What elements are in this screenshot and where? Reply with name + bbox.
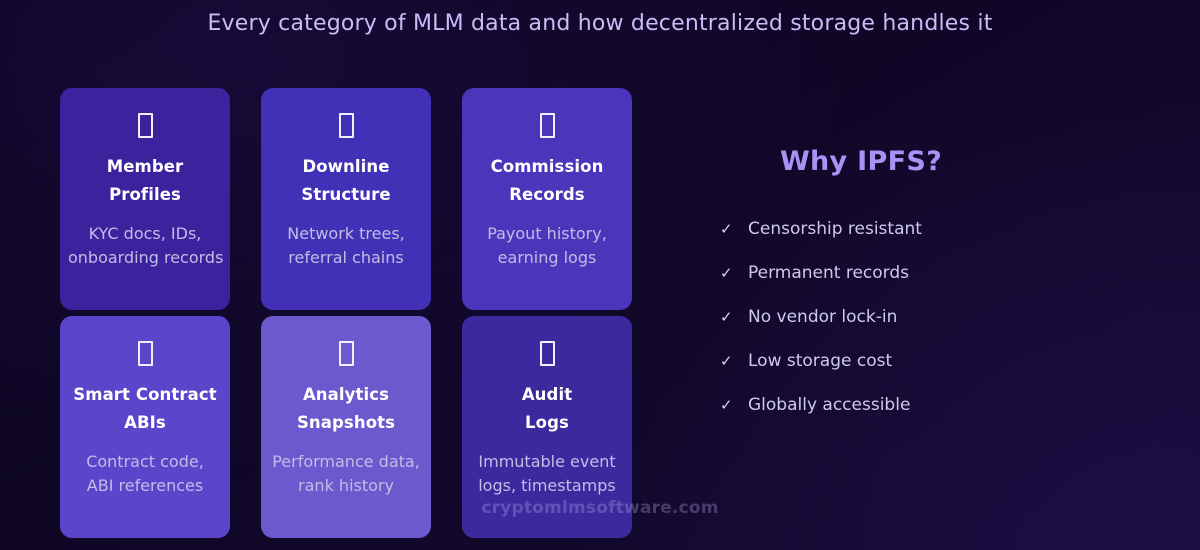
card-title-line1: Commission bbox=[490, 157, 604, 176]
check-icon: ✓ bbox=[720, 352, 733, 370]
card-title-line1: Smart Contract bbox=[73, 385, 217, 404]
card-title-line1: Downline bbox=[302, 157, 390, 176]
card-description: Network trees, referral chains bbox=[269, 222, 423, 270]
card-title-line2: ABIs bbox=[124, 413, 166, 432]
card-member-profiles[interactable]: Member Profiles KYC docs, IDs, onboardin… bbox=[60, 88, 230, 310]
missing-glyph-box-icon bbox=[269, 110, 423, 144]
card-description: Contract code, ABI references bbox=[68, 450, 222, 498]
card-desc-line2: earning logs bbox=[497, 248, 597, 267]
benefit-label: Globally accessible bbox=[748, 395, 911, 415]
card-description: Immutable event logs, timestamps bbox=[470, 450, 624, 498]
card-desc-line2: referral chains bbox=[288, 248, 404, 267]
card-title-line2: Logs bbox=[525, 413, 569, 432]
check-icon: ✓ bbox=[720, 308, 733, 326]
card-title-line2: Snapshots bbox=[296, 413, 396, 432]
missing-glyph-box-icon bbox=[470, 110, 624, 144]
card-smart-contract-abis[interactable]: Smart Contract ABIs Contract code, ABI r… bbox=[60, 316, 230, 538]
benefit-label: Low storage cost bbox=[748, 351, 893, 371]
card-description: KYC docs, IDs, onboarding records bbox=[68, 222, 224, 270]
why-ipfs-heading: Why IPFS? bbox=[779, 146, 943, 177]
card-audit-logs[interactable]: Audit Logs Immutable event logs, timesta… bbox=[462, 316, 632, 538]
benefit-item-permanent-records: ✓ Permanent records bbox=[720, 251, 1155, 295]
missing-glyph-box-icon bbox=[68, 338, 222, 372]
card-desc-line2: ABI references bbox=[86, 476, 204, 495]
card-title: Downline Structure bbox=[269, 153, 423, 209]
check-icon: ✓ bbox=[720, 396, 733, 414]
missing-glyph-box-icon bbox=[269, 338, 423, 372]
card-title-line1: Analytics bbox=[302, 385, 390, 404]
card-desc-line2: logs, timestamps bbox=[478, 476, 616, 495]
benefit-label: Censorship resistant bbox=[748, 219, 922, 239]
card-desc-line1: Payout history, bbox=[487, 224, 607, 243]
card-desc-line1: KYC docs, IDs, bbox=[88, 224, 202, 243]
benefit-item-low-storage-cost: ✓ Low storage cost bbox=[720, 339, 1155, 383]
card-desc-line1: Performance data, bbox=[272, 452, 420, 471]
card-title: Audit Logs bbox=[470, 381, 624, 437]
card-title-line2: Records bbox=[509, 185, 585, 204]
card-desc-line1: Network trees, bbox=[287, 224, 405, 243]
card-commission-records[interactable]: Commission Records Payout history, earni… bbox=[462, 88, 632, 310]
why-ipfs-panel: Why IPFS? ✓ Censorship resistant ✓ Perma… bbox=[655, 88, 1155, 427]
card-description: Payout history, earning logs bbox=[470, 222, 624, 270]
page-title: Every category of MLM data and how decen… bbox=[207, 11, 993, 36]
benefit-item-globally-accessible: ✓ Globally accessible bbox=[720, 383, 1155, 427]
card-title: Commission Records bbox=[470, 153, 624, 209]
data-category-grid: Member Profiles KYC docs, IDs, onboardin… bbox=[60, 88, 632, 538]
card-title: Member Profiles bbox=[68, 153, 222, 209]
check-icon: ✓ bbox=[720, 220, 733, 238]
card-description: Performance data, rank history bbox=[269, 450, 423, 498]
benefit-label: Permanent records bbox=[748, 263, 910, 283]
card-title-line2: Structure bbox=[301, 185, 391, 204]
card-desc-line2: onboarding records bbox=[68, 248, 224, 267]
card-downline-structure[interactable]: Downline Structure Network trees, referr… bbox=[261, 88, 431, 310]
benefit-item-censorship-resistant: ✓ Censorship resistant bbox=[720, 207, 1155, 251]
card-analytics-snapshots[interactable]: Analytics Snapshots Performance data, ra… bbox=[261, 316, 431, 538]
missing-glyph-box-icon bbox=[68, 110, 222, 144]
missing-glyph-box-icon bbox=[470, 338, 624, 372]
card-title: Analytics Snapshots bbox=[269, 381, 423, 437]
card-desc-line1: Immutable event bbox=[478, 452, 616, 471]
benefit-label: No vendor lock-in bbox=[748, 307, 898, 327]
card-desc-line2: rank history bbox=[298, 476, 394, 495]
card-title-line1: Member bbox=[106, 157, 184, 176]
card-title-line2: Profiles bbox=[109, 185, 181, 204]
card-desc-line1: Contract code, bbox=[86, 452, 204, 471]
why-ipfs-benefit-list: ✓ Censorship resistant ✓ Permanent recor… bbox=[720, 207, 1155, 427]
check-icon: ✓ bbox=[720, 264, 733, 282]
card-title-line1: Audit bbox=[521, 385, 573, 404]
benefit-item-no-vendor-lock-in: ✓ No vendor lock-in bbox=[720, 295, 1155, 339]
card-title: Smart Contract ABIs bbox=[68, 381, 222, 437]
